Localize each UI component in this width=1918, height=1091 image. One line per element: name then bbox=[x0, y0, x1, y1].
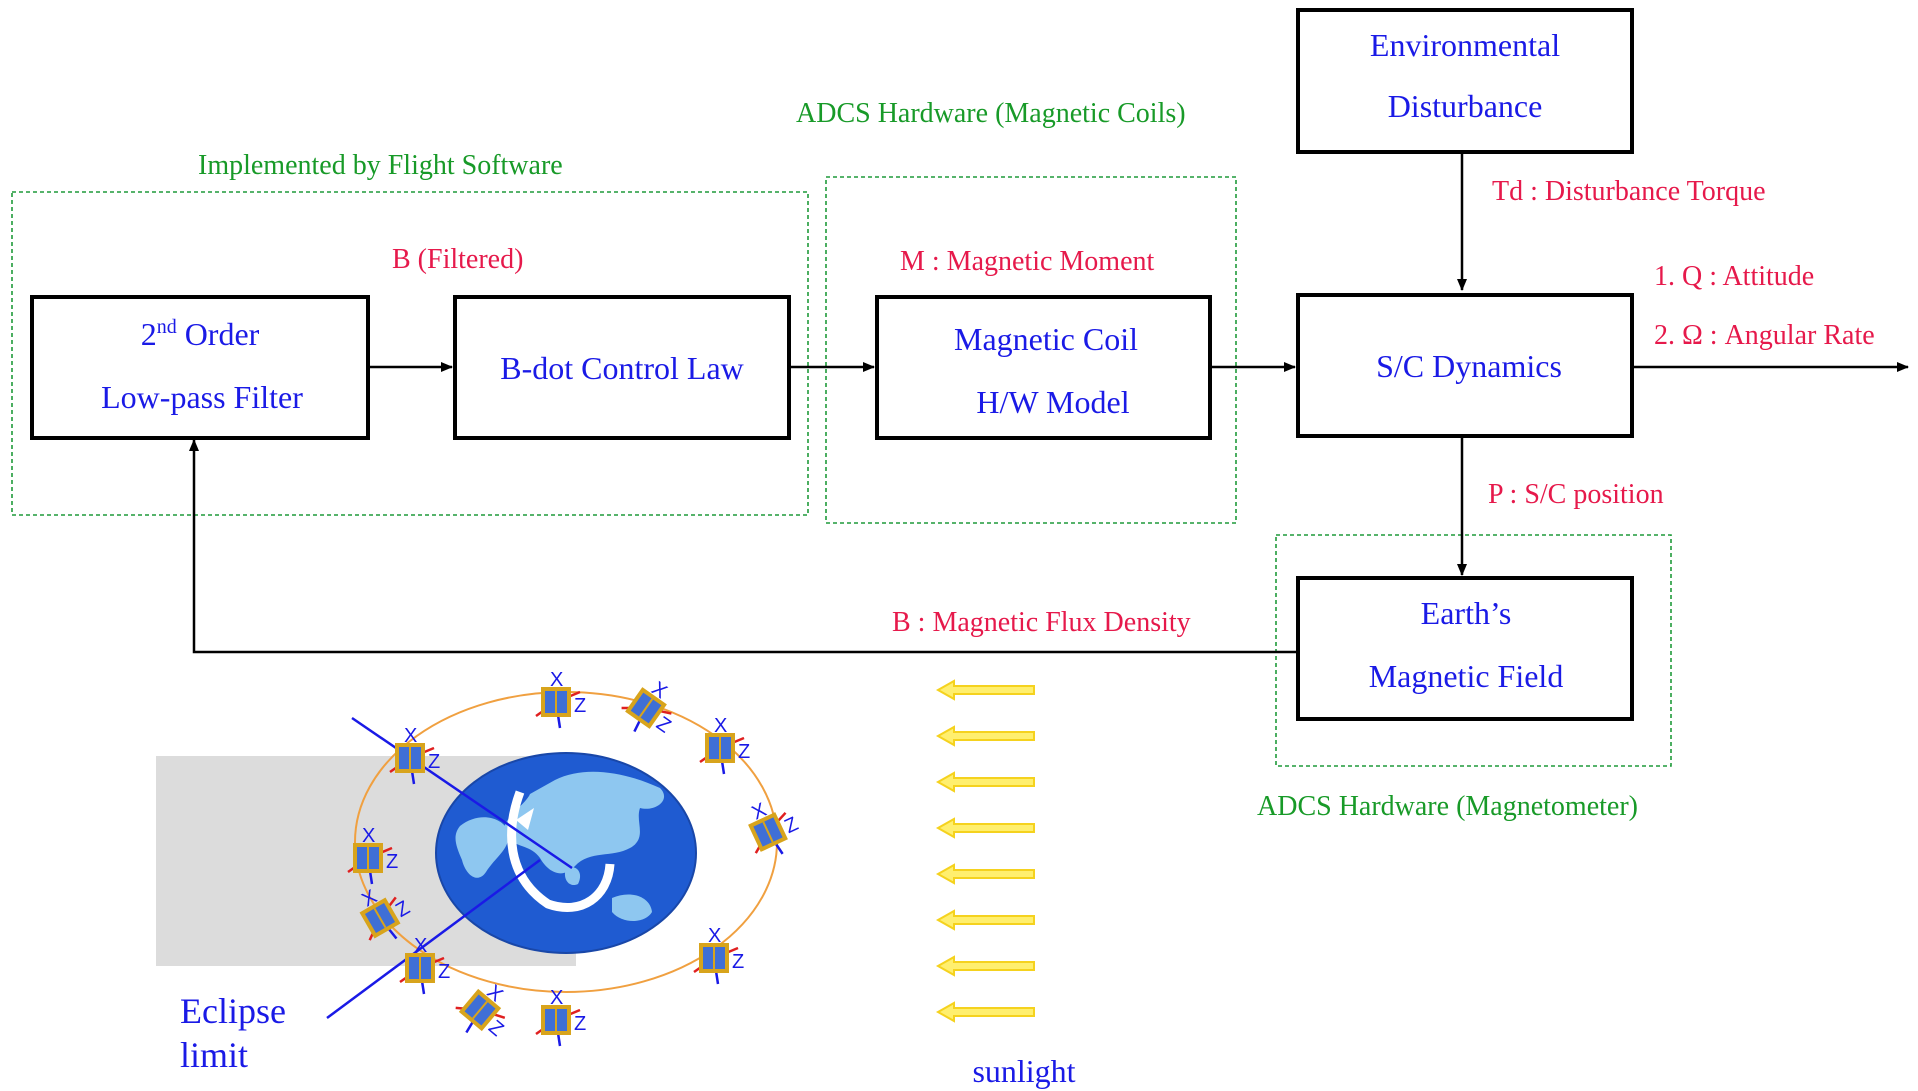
sunlight-arrow bbox=[935, 817, 1035, 839]
sunlight-arrow bbox=[935, 1001, 1035, 1023]
earth-field-title-line2: Magnetic Field bbox=[1369, 658, 1564, 694]
low-pass-filter-block: 2nd Order Low-pass Filter bbox=[30, 295, 370, 440]
eclipse-limit-line2: limit bbox=[180, 1035, 248, 1075]
filter-title-line2: Low-pass Filter bbox=[101, 379, 303, 415]
satellite-icon: XZ bbox=[535, 987, 586, 1047]
sunlight-arrow bbox=[935, 725, 1035, 747]
b-filtered-label: B (Filtered) bbox=[392, 244, 523, 275]
eclipse-limit-line-lower bbox=[326, 858, 541, 1020]
satellite-z-axis-label: Z bbox=[428, 751, 440, 773]
sunlight-label: sunlight bbox=[972, 1053, 1075, 1089]
attitude-label: 1. Q : Attitude bbox=[1654, 261, 1814, 292]
satellite-z-axis-label: Z bbox=[386, 851, 398, 873]
satellite-z-axis-label: Z bbox=[574, 1013, 586, 1035]
feedback-arrow bbox=[189, 439, 1296, 654]
eclipse-limit-line1: Eclipse bbox=[180, 991, 286, 1031]
sunlight-arrow bbox=[935, 955, 1035, 977]
satellite-x-axis-label: X bbox=[714, 715, 727, 737]
earth-magnetic-field-block: Earth’s Magnetic Field bbox=[1296, 576, 1634, 721]
flight-software-group-label: Implemented by Flight Software bbox=[198, 150, 563, 181]
satellite-icon: XZ bbox=[455, 981, 508, 1041]
coil-title-line2: H/W Model bbox=[976, 384, 1129, 420]
satellite-x-axis-label: X bbox=[708, 925, 721, 947]
coil-title-line1: Magnetic Coil bbox=[954, 321, 1138, 357]
magnetic-flux-density-label: B : Magnetic Flux Density bbox=[892, 607, 1191, 638]
satellite-z-axis-label: Z bbox=[732, 951, 744, 973]
dynamics-title: S/C Dynamics bbox=[1376, 348, 1562, 384]
satellite-icon: XZ bbox=[535, 669, 586, 729]
filter-title-line1: 2nd Order bbox=[141, 316, 260, 352]
satellite-x-axis-label: X bbox=[404, 725, 417, 747]
satellite-z-axis-label: Z bbox=[438, 961, 450, 983]
magnetic-moment-label: M : Magnetic Moment bbox=[900, 246, 1155, 277]
satellite-icon: XZ bbox=[621, 678, 675, 738]
satellite-icon: XZ bbox=[347, 825, 398, 885]
bdot-control-law-block: B-dot Control Law bbox=[453, 295, 791, 440]
environment-title-line2: Disturbance bbox=[1388, 88, 1543, 124]
magnetic-coil-block: Magnetic Coil H/W Model bbox=[875, 295, 1212, 440]
sunlight-arrow bbox=[935, 771, 1035, 793]
satellite-icon: XZ bbox=[399, 935, 450, 995]
satellite-x-axis-label: X bbox=[362, 825, 375, 847]
satellite-icon: XZ bbox=[748, 799, 802, 855]
satellite-x-axis-label: X bbox=[550, 669, 563, 691]
earth-field-title-line1: Earth’s bbox=[1421, 595, 1512, 631]
magnetic-coils-group-label: ADCS Hardware (Magnetic Coils) bbox=[796, 98, 1186, 129]
bdot-title: B-dot Control Law bbox=[500, 350, 744, 386]
sunlight-arrows bbox=[935, 679, 1035, 1023]
environment-title-line1: Environmental bbox=[1370, 27, 1560, 63]
sunlight-arrow bbox=[935, 863, 1035, 885]
earth-globe bbox=[435, 752, 697, 954]
sc-dynamics-block: S/C Dynamics bbox=[1296, 293, 1634, 438]
eclipse-limit-line-upper bbox=[351, 716, 573, 870]
satellite-icon: XZ bbox=[389, 725, 440, 785]
magnetic-coils-group bbox=[825, 176, 1237, 524]
disturbance-torque-label: Td : Disturbance Torque bbox=[1492, 176, 1766, 207]
sunlight-arrow bbox=[935, 679, 1035, 701]
satellite-x-axis-label: X bbox=[414, 935, 427, 957]
satellite-icon: XZ bbox=[693, 925, 744, 985]
magnetometer-group-label: ADCS Hardware (Magnetometer) bbox=[1257, 791, 1638, 822]
satellite-z-axis-label: Z bbox=[574, 695, 586, 717]
satellite-icon: XZ bbox=[699, 715, 750, 775]
magnetometer-group bbox=[1275, 534, 1672, 767]
sc-position-label: P : S/C position bbox=[1488, 479, 1664, 510]
angular-rate-label: 2. Ω : Angular Rate bbox=[1654, 320, 1875, 351]
satellite-x-axis-label: X bbox=[550, 987, 563, 1009]
environmental-disturbance-block: Environmental Disturbance bbox=[1296, 8, 1634, 154]
satellite-z-axis-label: Z bbox=[738, 741, 750, 763]
sunlight-arrow bbox=[935, 909, 1035, 931]
